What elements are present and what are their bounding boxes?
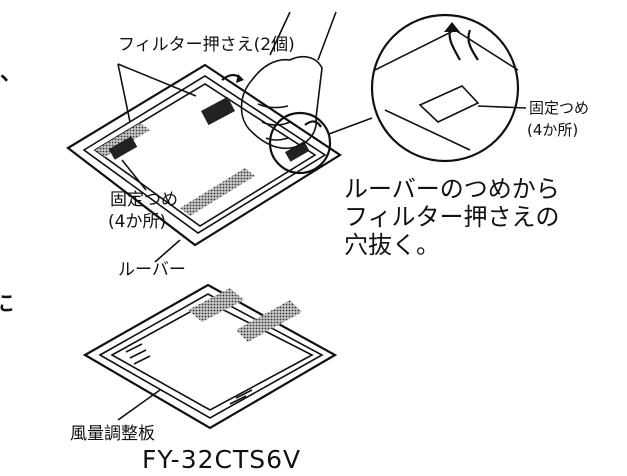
fixing-claw-right-label: 固定つめ xyxy=(529,99,590,117)
upper-louver-panel xyxy=(66,63,343,247)
instruction-line-3: 穴抜く。 xyxy=(344,231,440,259)
fixing-claw-right-count: (4か所) xyxy=(527,121,579,139)
fixing-claw-left-label: 固定つめ xyxy=(110,190,178,210)
filter-holder-label: フィルター押さえ(2個) xyxy=(118,35,295,55)
airflow-plate-label: 風量調整板 xyxy=(70,424,155,444)
louver-label: ルーバー xyxy=(118,260,186,280)
lower-louver-panel xyxy=(82,283,338,430)
edge-text-top: を、 xyxy=(0,61,23,86)
instruction-line-2: フィルター押さえの xyxy=(344,203,560,231)
hand-illustration xyxy=(240,11,337,150)
magnified-view xyxy=(370,13,520,163)
instruction-line-1: ルーバーのつめから xyxy=(344,175,560,203)
model-number: FY-32CTS6V xyxy=(142,445,302,474)
fixing-claw-left-count: (4か所) xyxy=(108,212,167,232)
edge-text-bottom: に xyxy=(0,292,15,314)
